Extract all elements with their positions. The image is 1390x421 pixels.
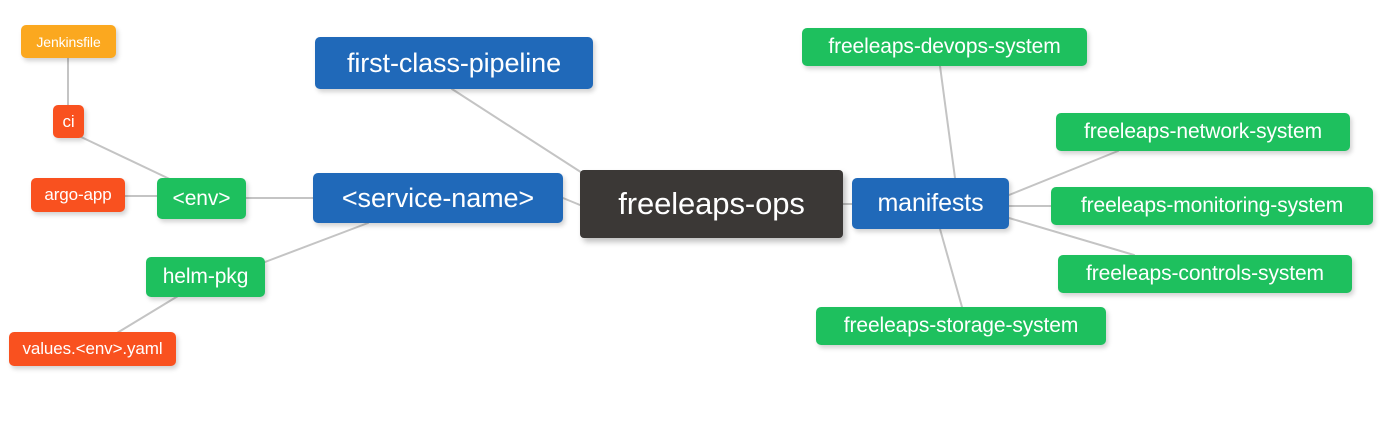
node-label: Jenkinsfile xyxy=(36,33,101,50)
node-label: first-class-pipeline xyxy=(346,47,562,78)
node-label: freeleaps-network-system xyxy=(1083,120,1322,143)
node-label: <service-name> xyxy=(341,182,535,213)
edge-helm-pkg-to-values-env-yaml xyxy=(116,295,179,334)
node-env[interactable]: <env> xyxy=(157,178,246,219)
node-label: freeleaps-ops xyxy=(618,186,805,221)
node-label: freeleaps-devops-system xyxy=(828,35,1061,58)
node-label: freeleaps-controls-system xyxy=(1086,262,1324,285)
edge-manifests-to-freeleaps-storage-system xyxy=(939,228,963,308)
node-argo-app[interactable]: argo-app xyxy=(31,178,125,212)
node-first-class-pipeline[interactable]: first-class-pipeline xyxy=(315,37,593,89)
node-label: helm-pkg xyxy=(162,265,249,288)
node-label: values.<env>.yaml xyxy=(22,339,163,358)
node-label: freeleaps-monitoring-system xyxy=(1080,194,1344,217)
node-service-name[interactable]: <service-name> xyxy=(313,173,563,223)
node-label: manifests xyxy=(877,189,984,217)
edge-freeleaps-ops-to-service-name xyxy=(562,197,581,206)
edge-freeleaps-ops-to-first-class-pipeline xyxy=(451,88,591,179)
node-freeleaps-monitoring-system[interactable]: freeleaps-monitoring-system xyxy=(1051,187,1373,225)
edge-manifests-to-freeleaps-devops-system xyxy=(939,65,956,179)
edge-env-to-ci xyxy=(78,135,179,184)
node-freeleaps-ops[interactable]: freeleaps-ops xyxy=(580,170,843,238)
node-jenkinsfile[interactable]: Jenkinsfile xyxy=(21,25,116,58)
node-freeleaps-controls-system[interactable]: freeleaps-controls-system xyxy=(1058,255,1352,293)
node-freeleaps-storage-system[interactable]: freeleaps-storage-system xyxy=(816,307,1106,345)
edge-service-name-to-helm-pkg xyxy=(264,222,369,263)
node-manifests[interactable]: manifests xyxy=(852,178,1009,229)
node-ci[interactable]: ci xyxy=(53,105,84,138)
node-values-env-yaml[interactable]: values.<env>.yaml xyxy=(9,332,176,366)
node-helm-pkg[interactable]: helm-pkg xyxy=(146,257,265,297)
node-label: <env> xyxy=(172,186,231,210)
node-label: ci xyxy=(62,111,75,131)
node-label: freeleaps-storage-system xyxy=(843,314,1079,337)
node-freeleaps-devops-system[interactable]: freeleaps-devops-system xyxy=(802,28,1087,66)
node-label: argo-app xyxy=(44,185,112,204)
node-freeleaps-network-system[interactable]: freeleaps-network-system xyxy=(1056,113,1350,151)
